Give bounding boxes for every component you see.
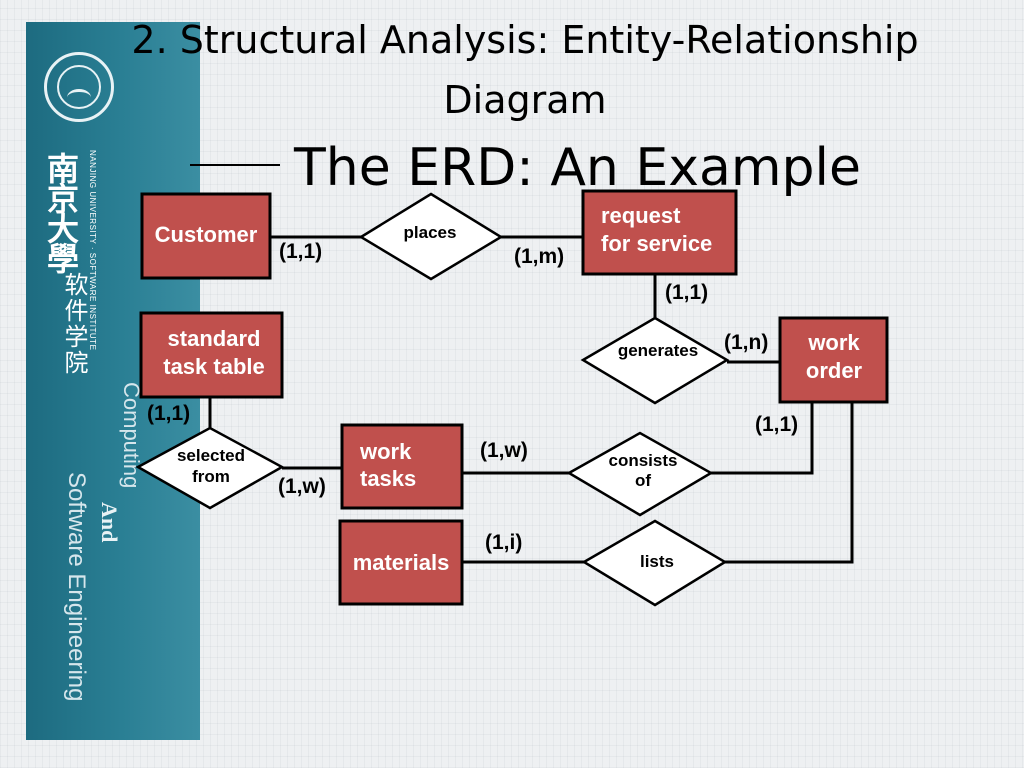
connector-lines [208,235,854,564]
sidebar-text-and: And [97,502,122,543]
relationship-consists-label-line1: consists [609,451,678,470]
relationship-selected-from: selected from [135,426,285,510]
relationship-consists-label-line2: of [635,471,651,490]
slide-subtitle-text: The ERD: An Example [294,138,861,198]
slide-title-line1: 2. Structural Analysis: Entity-Relations… [131,18,919,62]
relationship-places: places [358,192,504,281]
entity-worktasks-label-line1: work [359,439,412,464]
entity-standard-task-table: standard task table [139,311,284,399]
sidebar-text-software-engineering: Software Engineering [63,472,90,702]
card-request-generates: (1,1) [665,281,708,304]
entity-work-tasks: work tasks [340,423,464,510]
relationship-lists-label: lists [640,552,674,571]
slide-title-line2: Diagram [443,78,607,122]
card-customer-places: (1,1) [279,240,322,263]
entity-request-label-line1: request [601,203,681,228]
university-logo-icon [44,52,114,122]
card-workorder-consists: (1,1) [755,413,798,436]
entity-materials-label: materials [353,550,450,575]
entity-standard-label-line1: standard [168,326,261,351]
card-worktasks-consists: (1,w) [480,439,528,462]
entity-workorder-label-line1: work [807,330,860,355]
card-standard-selected: (1,1) [147,402,190,425]
entity-worktasks-label-line2: tasks [360,466,416,491]
slide-subtitle: The ERD: An Example [190,138,861,198]
card-selected-worktasks: (1,w) [278,475,326,498]
relationship-selected-label-line2: from [192,467,230,486]
entity-materials: materials [338,519,464,606]
entity-request-label-line2: for service [601,231,712,256]
entity-workorder-label-line2: order [806,358,863,383]
university-name-en: NANJING UNIVERSITY · SOFTWARE INSTITUTE [88,150,97,351]
relationship-selected-label-line1: selected [177,446,245,465]
entity-customer-label: Customer [155,222,258,247]
card-materials-lists: (1,i) [485,531,522,554]
sidebar-text-computing: Computing [119,382,144,489]
relationship-generates-label: generates [618,341,698,360]
entity-customer: Customer [140,192,272,280]
line-consists-workorder [711,403,814,475]
entity-request-for-service: request for service [581,189,738,276]
card-generates-workorder: (1,n) [724,331,768,354]
title-dash [190,164,280,166]
relationship-places-label: places [404,223,457,242]
relationship-generates: generates [580,316,730,405]
card-places-request: (1,m) [514,245,564,268]
relationship-lists: lists [581,519,728,607]
entity-standard-label-line2: task table [163,354,265,379]
line-lists-workorder [725,403,854,564]
institute-name-cn: 软件学院 [60,272,87,376]
relationship-consists-of: consists of [566,431,714,517]
entity-work-order: work order [778,316,889,404]
university-name-cn: 南京大學 [42,152,80,272]
